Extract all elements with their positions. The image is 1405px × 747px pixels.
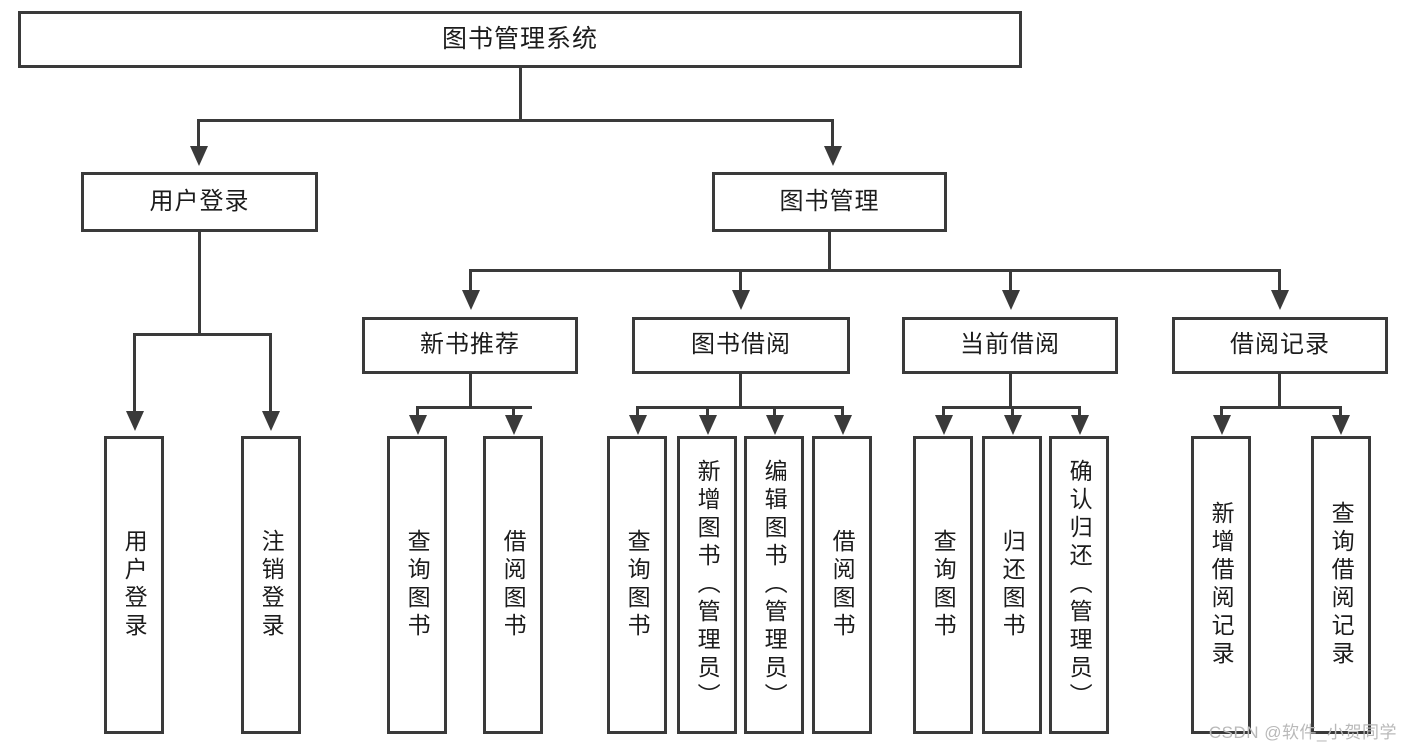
arrowhead-to-user-login bbox=[190, 146, 208, 166]
arrowhead-leaf-borrow-book-2 bbox=[834, 415, 852, 435]
node-label: 当前借阅 bbox=[960, 331, 1060, 359]
connector-book-borrow-stem bbox=[739, 374, 742, 409]
node-label: 查询借阅记录 bbox=[1328, 501, 1355, 669]
connector-level2-drop-2 bbox=[739, 269, 742, 292]
leaf-node-query-book-2[interactable]: 查询图书 bbox=[607, 436, 667, 734]
connector-current-borrow-drop-3 bbox=[1078, 406, 1081, 418]
connector-user-login-drop-1 bbox=[133, 333, 136, 413]
node-new-book-recommend[interactable]: 新书推荐 bbox=[362, 317, 578, 374]
leaf-node-borrow-book-1[interactable]: 借阅图书 bbox=[483, 436, 543, 734]
node-label: 新书推荐 bbox=[420, 331, 520, 359]
connector-borrow-record-stem bbox=[1278, 374, 1281, 409]
node-label: 确认归还（管理员） bbox=[1066, 459, 1093, 711]
arrowhead-leaf-borrow-book-1 bbox=[505, 415, 523, 435]
connector-level2-bus bbox=[469, 269, 1281, 272]
node-label: 借阅记录 bbox=[1230, 331, 1330, 359]
arrowhead-leaf-query-book-2 bbox=[629, 415, 647, 435]
arrowhead-leaf-query-book-3 bbox=[935, 415, 953, 435]
connector-user-login-stem bbox=[198, 232, 201, 333]
arrowhead-to-current-borrow bbox=[1002, 290, 1020, 310]
node-book-management-system[interactable]: 图书管理系统 bbox=[18, 11, 1022, 68]
node-label: 编辑图书（管理员） bbox=[761, 459, 788, 711]
arrowhead-leaf-query-record bbox=[1332, 415, 1350, 435]
connector-level2-drop-4 bbox=[1278, 269, 1281, 292]
connector-level1-drop-right bbox=[831, 119, 834, 149]
leaf-node-return-book[interactable]: 归还图书 bbox=[982, 436, 1042, 734]
node-label: 新增借阅记录 bbox=[1208, 501, 1235, 669]
connector-user-login-bus bbox=[133, 333, 272, 336]
arrowhead-leaf-user-login bbox=[126, 411, 144, 431]
connector-book-management-stem bbox=[828, 232, 831, 270]
leaf-node-borrow-book-2[interactable]: 借阅图书 bbox=[812, 436, 872, 734]
node-user-login[interactable]: 用户登录 bbox=[81, 172, 318, 232]
connector-borrow-record-drop-1 bbox=[1220, 406, 1223, 418]
connector-borrow-record-bus bbox=[1220, 406, 1342, 409]
arrowhead-leaf-add-book bbox=[699, 415, 717, 435]
csdn-watermark: CSDN @软件_小贺同学 bbox=[1208, 723, 1397, 742]
connector-new-book-bus bbox=[416, 406, 532, 409]
arrowhead-leaf-logout bbox=[262, 411, 280, 431]
node-label: 归还图书 bbox=[999, 529, 1026, 641]
arrowhead-to-book-borrow bbox=[732, 290, 750, 310]
node-label: 借阅图书 bbox=[829, 529, 856, 641]
connector-book-borrow-drop-1 bbox=[636, 406, 639, 418]
arrowhead-leaf-edit-book bbox=[766, 415, 784, 435]
leaf-node-add-book[interactable]: 新增图书（管理员） bbox=[677, 436, 737, 734]
node-label: 查询图书 bbox=[624, 529, 651, 641]
connector-book-borrow-drop-4 bbox=[841, 406, 844, 418]
connector-current-borrow-stem bbox=[1009, 374, 1012, 409]
connector-level2-drop-1 bbox=[469, 269, 472, 292]
connector-borrow-record-drop-2 bbox=[1339, 406, 1342, 418]
node-label: 查询图书 bbox=[930, 529, 957, 641]
connector-current-borrow-drop-1 bbox=[942, 406, 945, 418]
leaf-node-add-record[interactable]: 新增借阅记录 bbox=[1191, 436, 1251, 734]
arrowhead-to-borrow-record bbox=[1271, 290, 1289, 310]
node-label: 新增图书（管理员） bbox=[694, 459, 721, 711]
connector-root-stem bbox=[519, 68, 522, 119]
connector-new-book-drop-1 bbox=[416, 406, 419, 418]
arrowhead-leaf-confirm-return bbox=[1071, 415, 1089, 435]
arrowhead-leaf-query-book-1 bbox=[409, 415, 427, 435]
node-book-borrow[interactable]: 图书借阅 bbox=[632, 317, 850, 374]
connector-book-borrow-drop-3 bbox=[773, 406, 776, 418]
connector-book-borrow-drop-2 bbox=[706, 406, 709, 418]
leaf-node-logout[interactable]: 注销登录 bbox=[241, 436, 301, 734]
leaf-node-confirm-return[interactable]: 确认归还（管理员） bbox=[1049, 436, 1109, 734]
connector-current-borrow-drop-2 bbox=[1011, 406, 1014, 418]
node-book-management[interactable]: 图书管理 bbox=[712, 172, 947, 232]
connector-user-login-drop-2 bbox=[269, 333, 272, 413]
arrowhead-to-book-management bbox=[824, 146, 842, 166]
node-borrow-record[interactable]: 借阅记录 bbox=[1172, 317, 1388, 374]
connector-level1-bus bbox=[197, 119, 834, 122]
connector-new-book-stem bbox=[469, 374, 472, 409]
connector-new-book-drop-2 bbox=[512, 406, 515, 418]
leaf-node-query-book-1[interactable]: 查询图书 bbox=[387, 436, 447, 734]
connector-level2-drop-3 bbox=[1009, 269, 1012, 292]
node-label: 图书管理系统 bbox=[441, 24, 598, 53]
leaf-node-query-book-3[interactable]: 查询图书 bbox=[913, 436, 973, 734]
node-current-borrow[interactable]: 当前借阅 bbox=[902, 317, 1118, 374]
node-label: 借阅图书 bbox=[500, 529, 527, 641]
node-label: 图书管理 bbox=[779, 187, 880, 215]
node-label: 注销登录 bbox=[258, 529, 285, 641]
node-label: 查询图书 bbox=[404, 529, 431, 641]
arrowhead-leaf-add-record bbox=[1213, 415, 1231, 435]
node-label: 用户登录 bbox=[149, 187, 250, 215]
leaf-node-edit-book[interactable]: 编辑图书（管理员） bbox=[744, 436, 804, 734]
connector-level1-drop-left bbox=[197, 119, 200, 149]
arrowhead-leaf-return-book bbox=[1004, 415, 1022, 435]
leaf-node-query-record[interactable]: 查询借阅记录 bbox=[1311, 436, 1371, 734]
connector-book-borrow-bus bbox=[636, 406, 843, 409]
leaf-node-user-login[interactable]: 用户登录 bbox=[104, 436, 164, 734]
node-label: 图书借阅 bbox=[691, 331, 791, 359]
node-label: 用户登录 bbox=[121, 529, 148, 641]
arrowhead-to-new-book-recommend bbox=[462, 290, 480, 310]
